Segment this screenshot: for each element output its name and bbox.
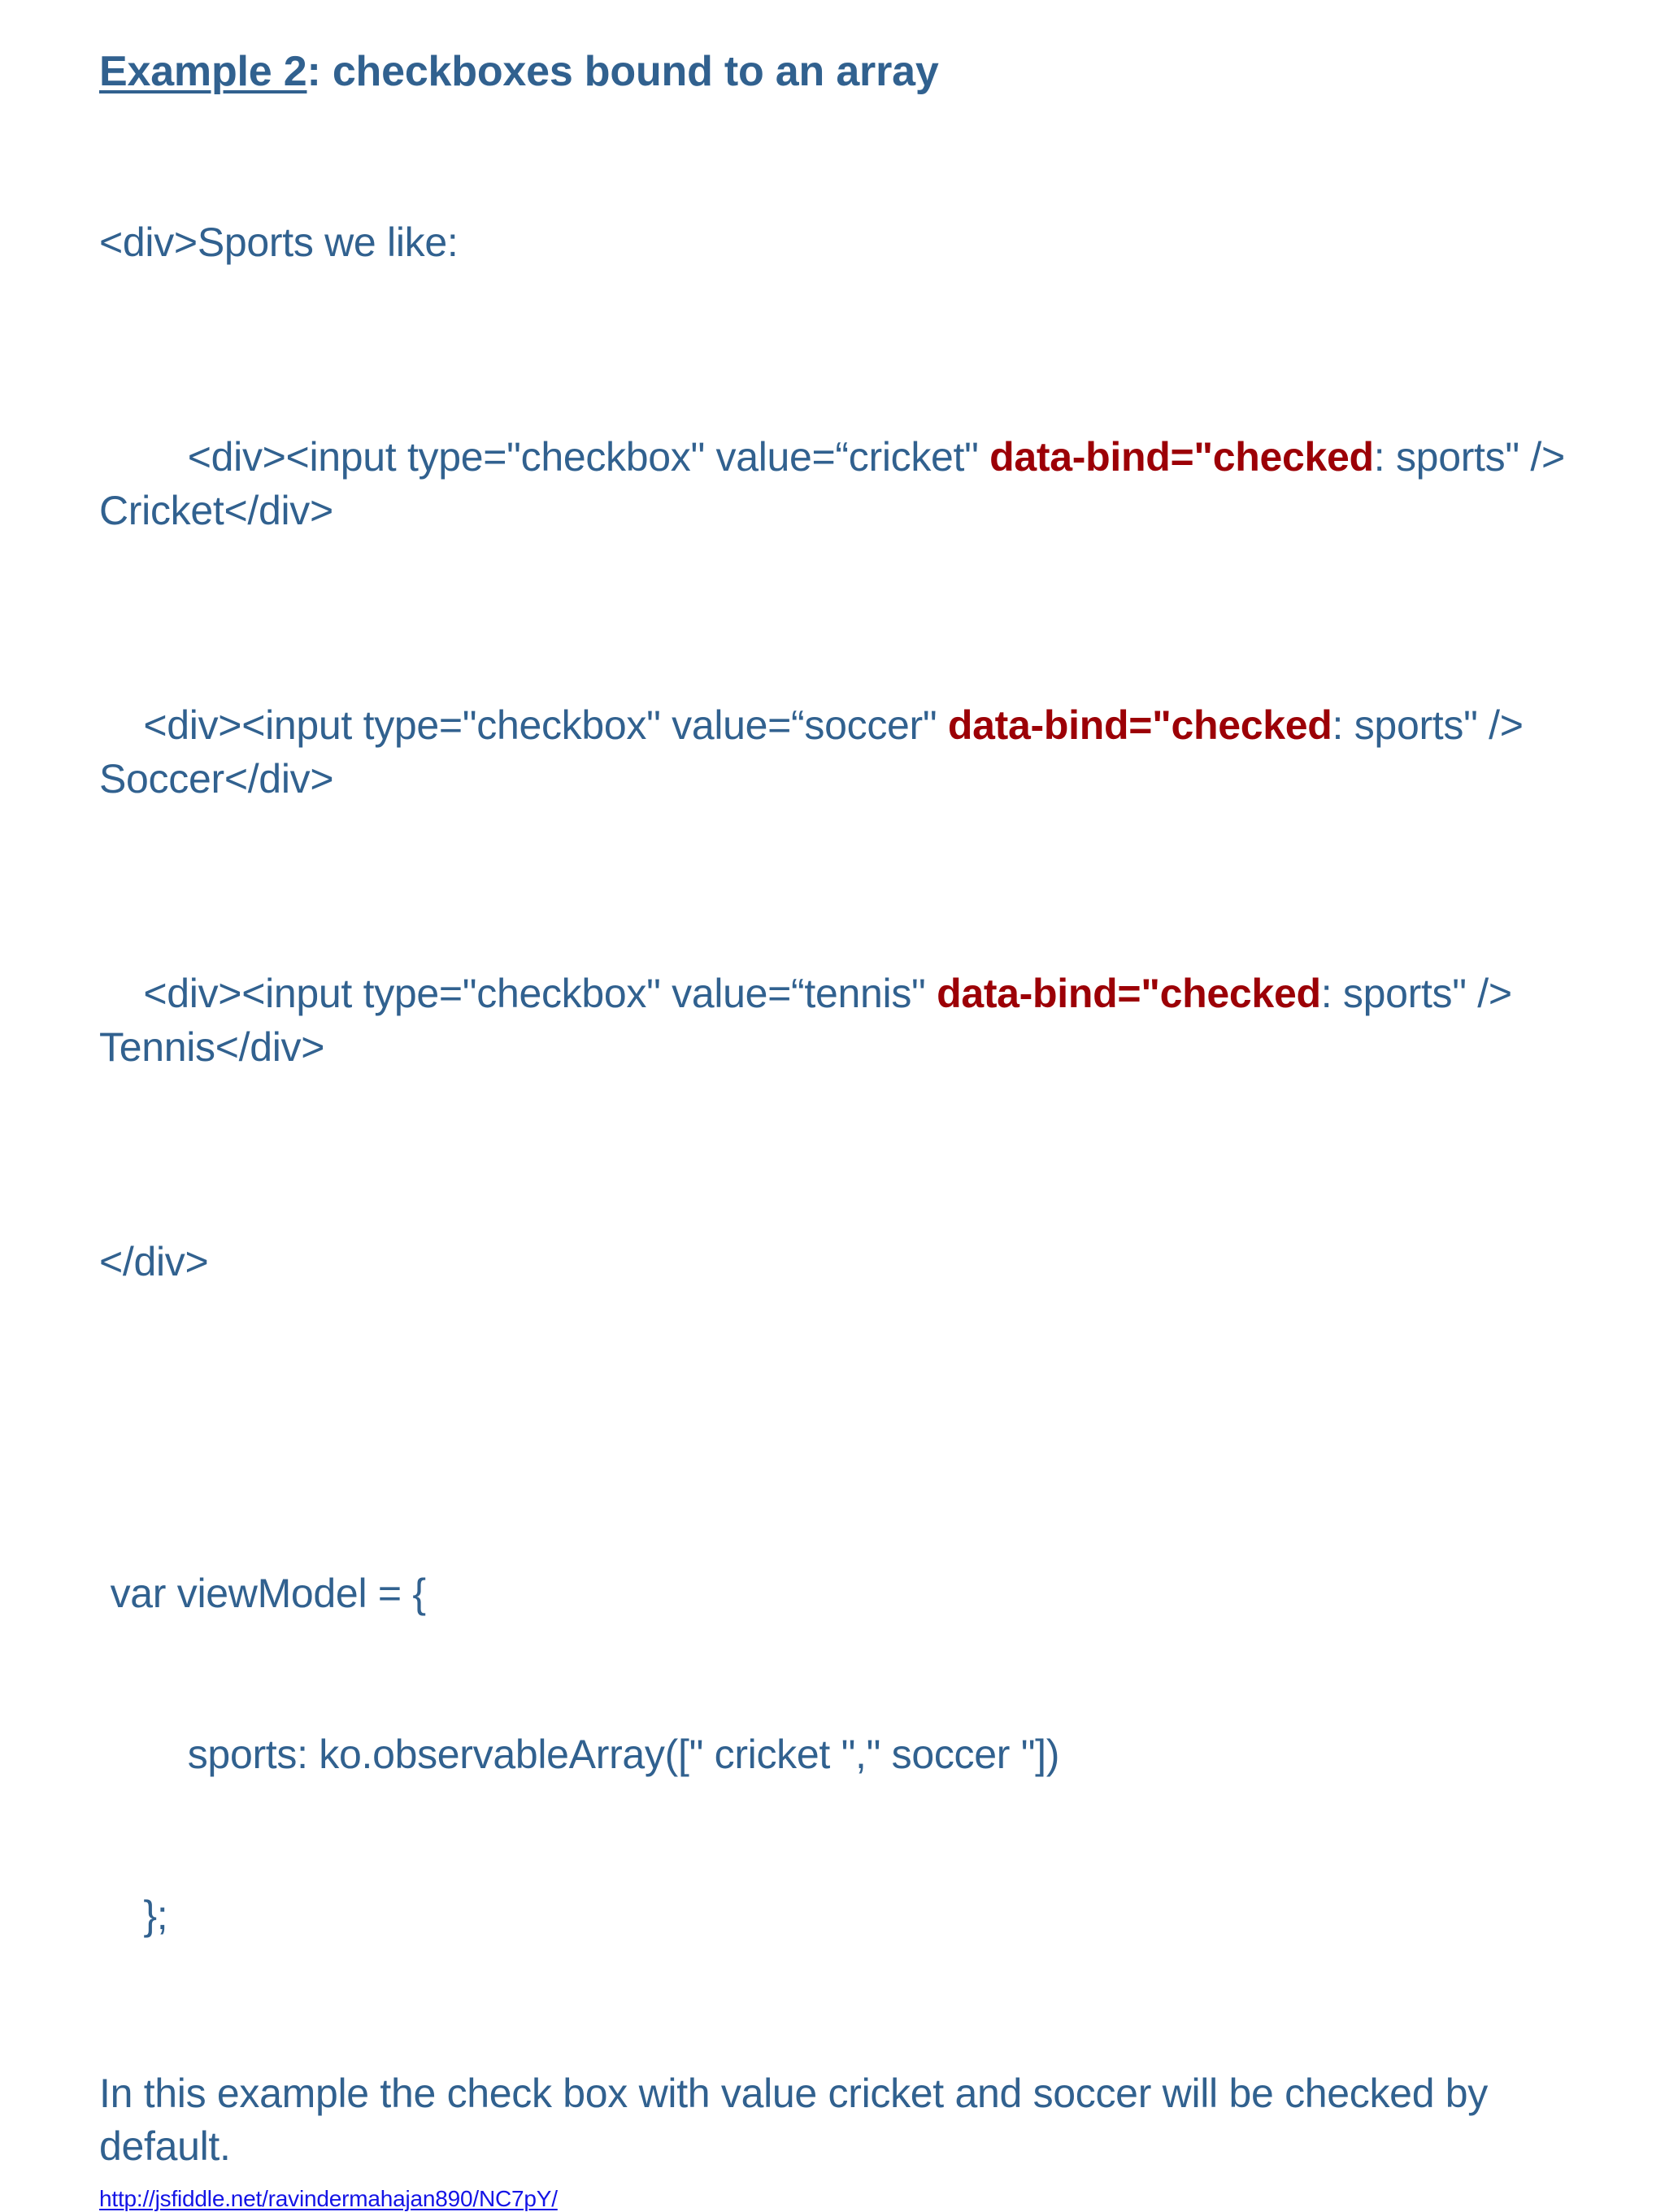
html-code-block: <div>Sports we like: <div><input type="c… [99,108,1595,1396]
code-text-soccer-open: <div><input type="checkbox" value=“socce… [143,702,948,749]
link-container: http://jsfiddle.net/ravindermahajan890/N… [99,2186,1595,2212]
code-text-cricket-close: : sports" /> Cricket</div> [99,434,1576,534]
viewmodel-code-block: var viewModel = { sports: ko.observableA… [99,1459,1595,2049]
code-line-viewmodel-open: var viewModel = { [99,1571,426,1617]
code-text-cricket-open: <div><input type="checkbox" value=“crick… [187,434,990,480]
jsfiddle-link[interactable]: http://jsfiddle.net/ravindermahajan890/N… [99,2186,558,2212]
code-text-tennis-close: : sports" /> Tennis</div> [99,971,1523,1071]
code-line-soccer: <div><input type="checkbox" value=“socce… [99,698,1595,806]
title-underlined-segment: Example 2 [99,48,307,95]
code-indent [99,971,143,1016]
code-text-soccer-close: : sports" /> Soccer</div> [99,702,1535,802]
slide-canvas: Example 2: checkboxes bound to an array … [99,48,1566,2212]
code-indent [99,434,188,480]
code-text-tennis-open: <div><input type="checkbox" value=“tenni… [143,971,937,1017]
explanation-paragraph: In this example the check box with value… [99,2071,1488,2170]
code-keyword-bind-cricket: bind="checked [1085,434,1374,480]
title-rest-segment: : checkboxes bound to an array [306,48,939,95]
page-title: Example 2: checkboxes bound to an array [99,47,1595,97]
code-indent [99,702,143,748]
code-line-sports-observable-array: sports: ko.observableArray([" cricket ",… [99,1732,1060,1778]
code-keyword-data-soccer: data- [947,702,1044,749]
code-line-tennis: <div><input type="checkbox" value=“tenni… [99,967,1595,1074]
code-keyword-bind-soccer: bind="checked [1043,702,1332,749]
code-keyword-data-tennis: data- [937,971,1033,1017]
block-spacer [99,1396,1595,1459]
code-line-cricket: <div><input type="checkbox" value=“crick… [99,430,1595,537]
code-line-open-div: <div>Sports we like: [99,219,459,266]
slide-content: Example 2: checkboxes bound to an array … [99,47,1595,2212]
code-line-viewmodel-close: }; [99,1893,168,1939]
paragraph-spacer [99,2049,1595,2067]
code-keyword-data-cricket: data- [989,434,1086,480]
code-line-close-div: </div> [99,1239,209,1285]
code-keyword-bind-tennis: bind="checked [1032,971,1321,1017]
